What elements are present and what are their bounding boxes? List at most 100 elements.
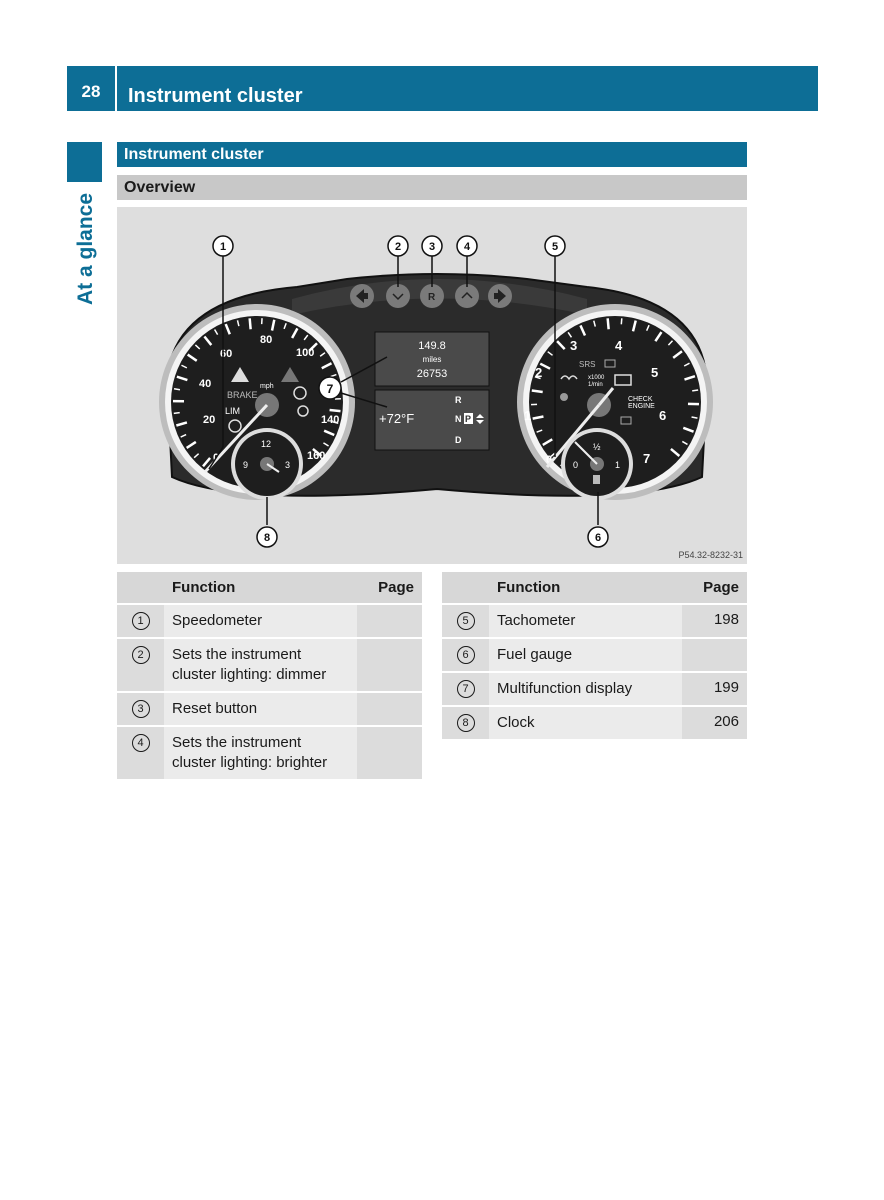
tach-label-4: 4 xyxy=(615,338,623,353)
callout-2: 2 xyxy=(387,235,409,257)
clock-label-12: 12 xyxy=(261,439,271,449)
gauge-tick xyxy=(631,320,637,332)
page-number: 28 xyxy=(81,81,101,101)
lane-assist-icon xyxy=(281,367,299,382)
table-row: 3 Reset button xyxy=(117,691,422,726)
gauge-tick xyxy=(606,318,610,330)
table-row: 2 Sets the instrument cluster lighting: … xyxy=(117,637,422,692)
gauge-tick xyxy=(692,389,699,392)
clock-label-3: 3 xyxy=(285,460,290,470)
gauge-tick xyxy=(330,373,337,378)
header-function: Function xyxy=(489,572,682,604)
fuel-needle xyxy=(574,441,598,465)
gear-selector-arrows-icon xyxy=(476,414,484,424)
gauge-tick xyxy=(556,340,566,350)
fuel-label-1: 1 xyxy=(615,460,620,470)
row-number: 7 xyxy=(456,680,475,698)
table-row: 4 Sets the instrument cluster lighting: … xyxy=(117,725,422,779)
gauge-tick xyxy=(579,324,587,336)
tpms-icon xyxy=(297,405,309,417)
seatbelt-icon xyxy=(560,393,568,401)
callout-1: 1 xyxy=(212,235,234,257)
gauge-tick xyxy=(321,362,333,370)
brake-warning-label: BRAKE xyxy=(227,390,258,400)
row-function: Tachometer xyxy=(489,603,682,638)
gauge-tick xyxy=(567,331,573,338)
row-number: 6 xyxy=(456,646,475,664)
gauge-tick xyxy=(248,318,252,330)
display-trip-unit: miles xyxy=(423,355,442,364)
row-function: Multifunction display xyxy=(489,671,682,706)
row-number: 4 xyxy=(131,734,150,752)
gauge-tick xyxy=(682,426,695,433)
tach-label-5: 5 xyxy=(651,365,658,380)
gauge-tick xyxy=(547,351,553,356)
gauge-tick xyxy=(593,320,597,327)
side-tab-marker xyxy=(67,142,102,182)
speedo-label-20: 20 xyxy=(203,414,215,426)
gauge-tick xyxy=(203,335,213,346)
gauge-tick xyxy=(329,408,341,413)
gear-p-box xyxy=(464,413,473,424)
dimmer-icon xyxy=(392,293,404,301)
instrument-cluster-illustration: 20 40 60 80 100 140 160 0 mph BRAKE LIM … xyxy=(159,235,743,560)
gauge-tick xyxy=(181,364,188,369)
tach-unit-1: x1000 xyxy=(588,375,605,381)
callout-4-label: 4 xyxy=(464,241,471,253)
subsection-title: Overview xyxy=(117,175,747,200)
gauge-tick xyxy=(323,442,329,447)
table-row: 7 Multifunction display 199 xyxy=(442,671,747,706)
display-odometer: 26753 xyxy=(417,368,448,380)
gear-r: R xyxy=(455,395,462,405)
table-row: 5 Tachometer 198 xyxy=(442,603,747,638)
gauge-tick xyxy=(323,429,335,437)
gear-d: D xyxy=(455,435,462,445)
button-brighter xyxy=(455,284,479,308)
gauge-tick xyxy=(531,389,543,394)
fuel-subdial: 0 ½ 1 xyxy=(561,428,633,500)
gauge-tick xyxy=(684,375,696,381)
gauge-tick xyxy=(534,376,541,380)
gauge-tick xyxy=(319,352,326,357)
fuel-label-half: ½ xyxy=(593,442,601,452)
gauge-tick xyxy=(185,440,197,449)
gauge-tick xyxy=(224,323,231,335)
button-reset xyxy=(420,284,444,308)
speedo-label-40: 40 xyxy=(199,378,211,390)
speedo-label-60: 60 xyxy=(220,348,232,360)
tach-unit-2: 1/min xyxy=(588,382,603,388)
gauge-tick xyxy=(283,322,287,330)
clock-hand xyxy=(266,463,280,473)
tach-label-7: 7 xyxy=(643,451,650,466)
fuel-label-0: 0 xyxy=(573,460,578,470)
tach-label-0: 0 xyxy=(546,454,552,466)
function-table-right: Function Page 5 Tachometer 198 6 Fuel ga… xyxy=(442,572,747,739)
row-function: Clock xyxy=(489,705,682,739)
row-page: 206 xyxy=(682,705,747,739)
header-page: Page xyxy=(357,572,422,604)
glow-plug-icon xyxy=(560,375,578,381)
display-temperature: +72°F xyxy=(379,411,414,426)
tach-label-1: 1 xyxy=(524,408,531,423)
tachometer-gauge: 1 2 3 4 5 6 7 0 SRS x1000 1/min CHECK EN… xyxy=(517,304,713,500)
gauge-tick xyxy=(532,415,544,420)
gauge-tick xyxy=(683,362,690,367)
row-page xyxy=(357,725,422,779)
gauge-tick xyxy=(667,340,674,346)
row-number: 2 xyxy=(131,646,150,664)
header-page: Page xyxy=(682,572,747,604)
image-code: P54.32-8232-31 xyxy=(678,550,743,560)
gauge-tick xyxy=(213,329,219,336)
gauge-tick xyxy=(176,421,188,427)
gear-n: N xyxy=(455,414,462,424)
section-title: Instrument cluster xyxy=(117,142,747,167)
speedo-unit: mph xyxy=(260,383,274,390)
row-number: 1 xyxy=(131,612,150,630)
check-engine-1: CHECK xyxy=(628,396,653,403)
check-engine-2: ENGINE xyxy=(628,403,655,410)
arrow-right-icon xyxy=(494,289,506,303)
row-page: 198 xyxy=(682,603,747,638)
header-function: Function xyxy=(164,572,357,604)
clock-subdial: 12 3 9 xyxy=(231,428,303,500)
row-function: Fuel gauge xyxy=(489,637,682,672)
